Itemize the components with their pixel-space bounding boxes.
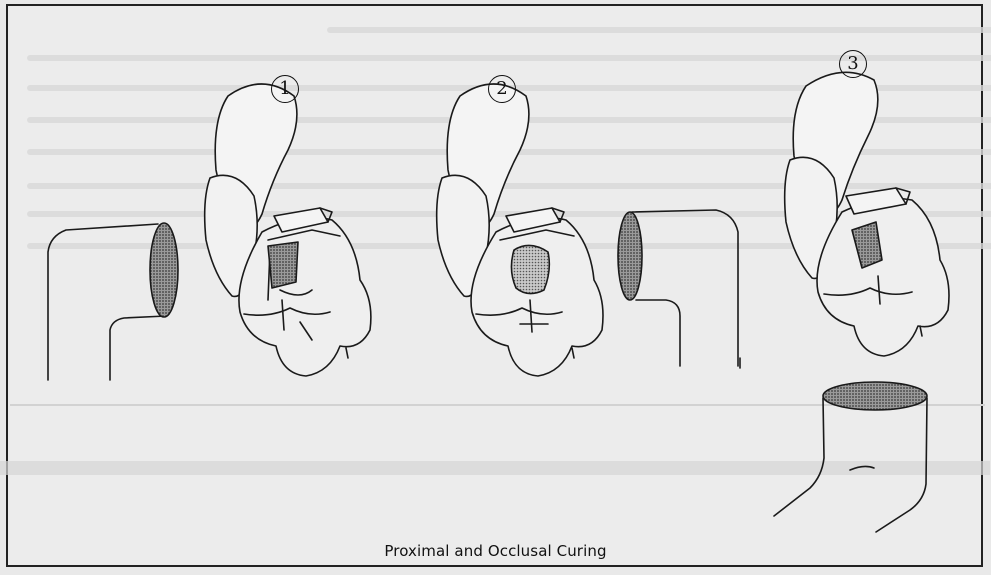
figure-caption: Proximal and Occlusal Curing bbox=[0, 542, 991, 560]
step-marker-3: 3 bbox=[839, 50, 867, 78]
step-number-1: 1 bbox=[279, 78, 290, 99]
curing-light-2 bbox=[618, 210, 738, 366]
step-marker-1: 1 bbox=[271, 75, 299, 103]
step-number-3: 3 bbox=[847, 53, 858, 74]
step-marker-2: 2 bbox=[488, 75, 516, 103]
teeth-group-3 bbox=[785, 72, 949, 356]
curing-light-3 bbox=[774, 382, 927, 532]
teeth-group-1 bbox=[205, 84, 371, 376]
step-number-2: 2 bbox=[496, 78, 507, 99]
teeth-group-2 bbox=[437, 84, 740, 376]
curing-light-1 bbox=[48, 223, 178, 380]
